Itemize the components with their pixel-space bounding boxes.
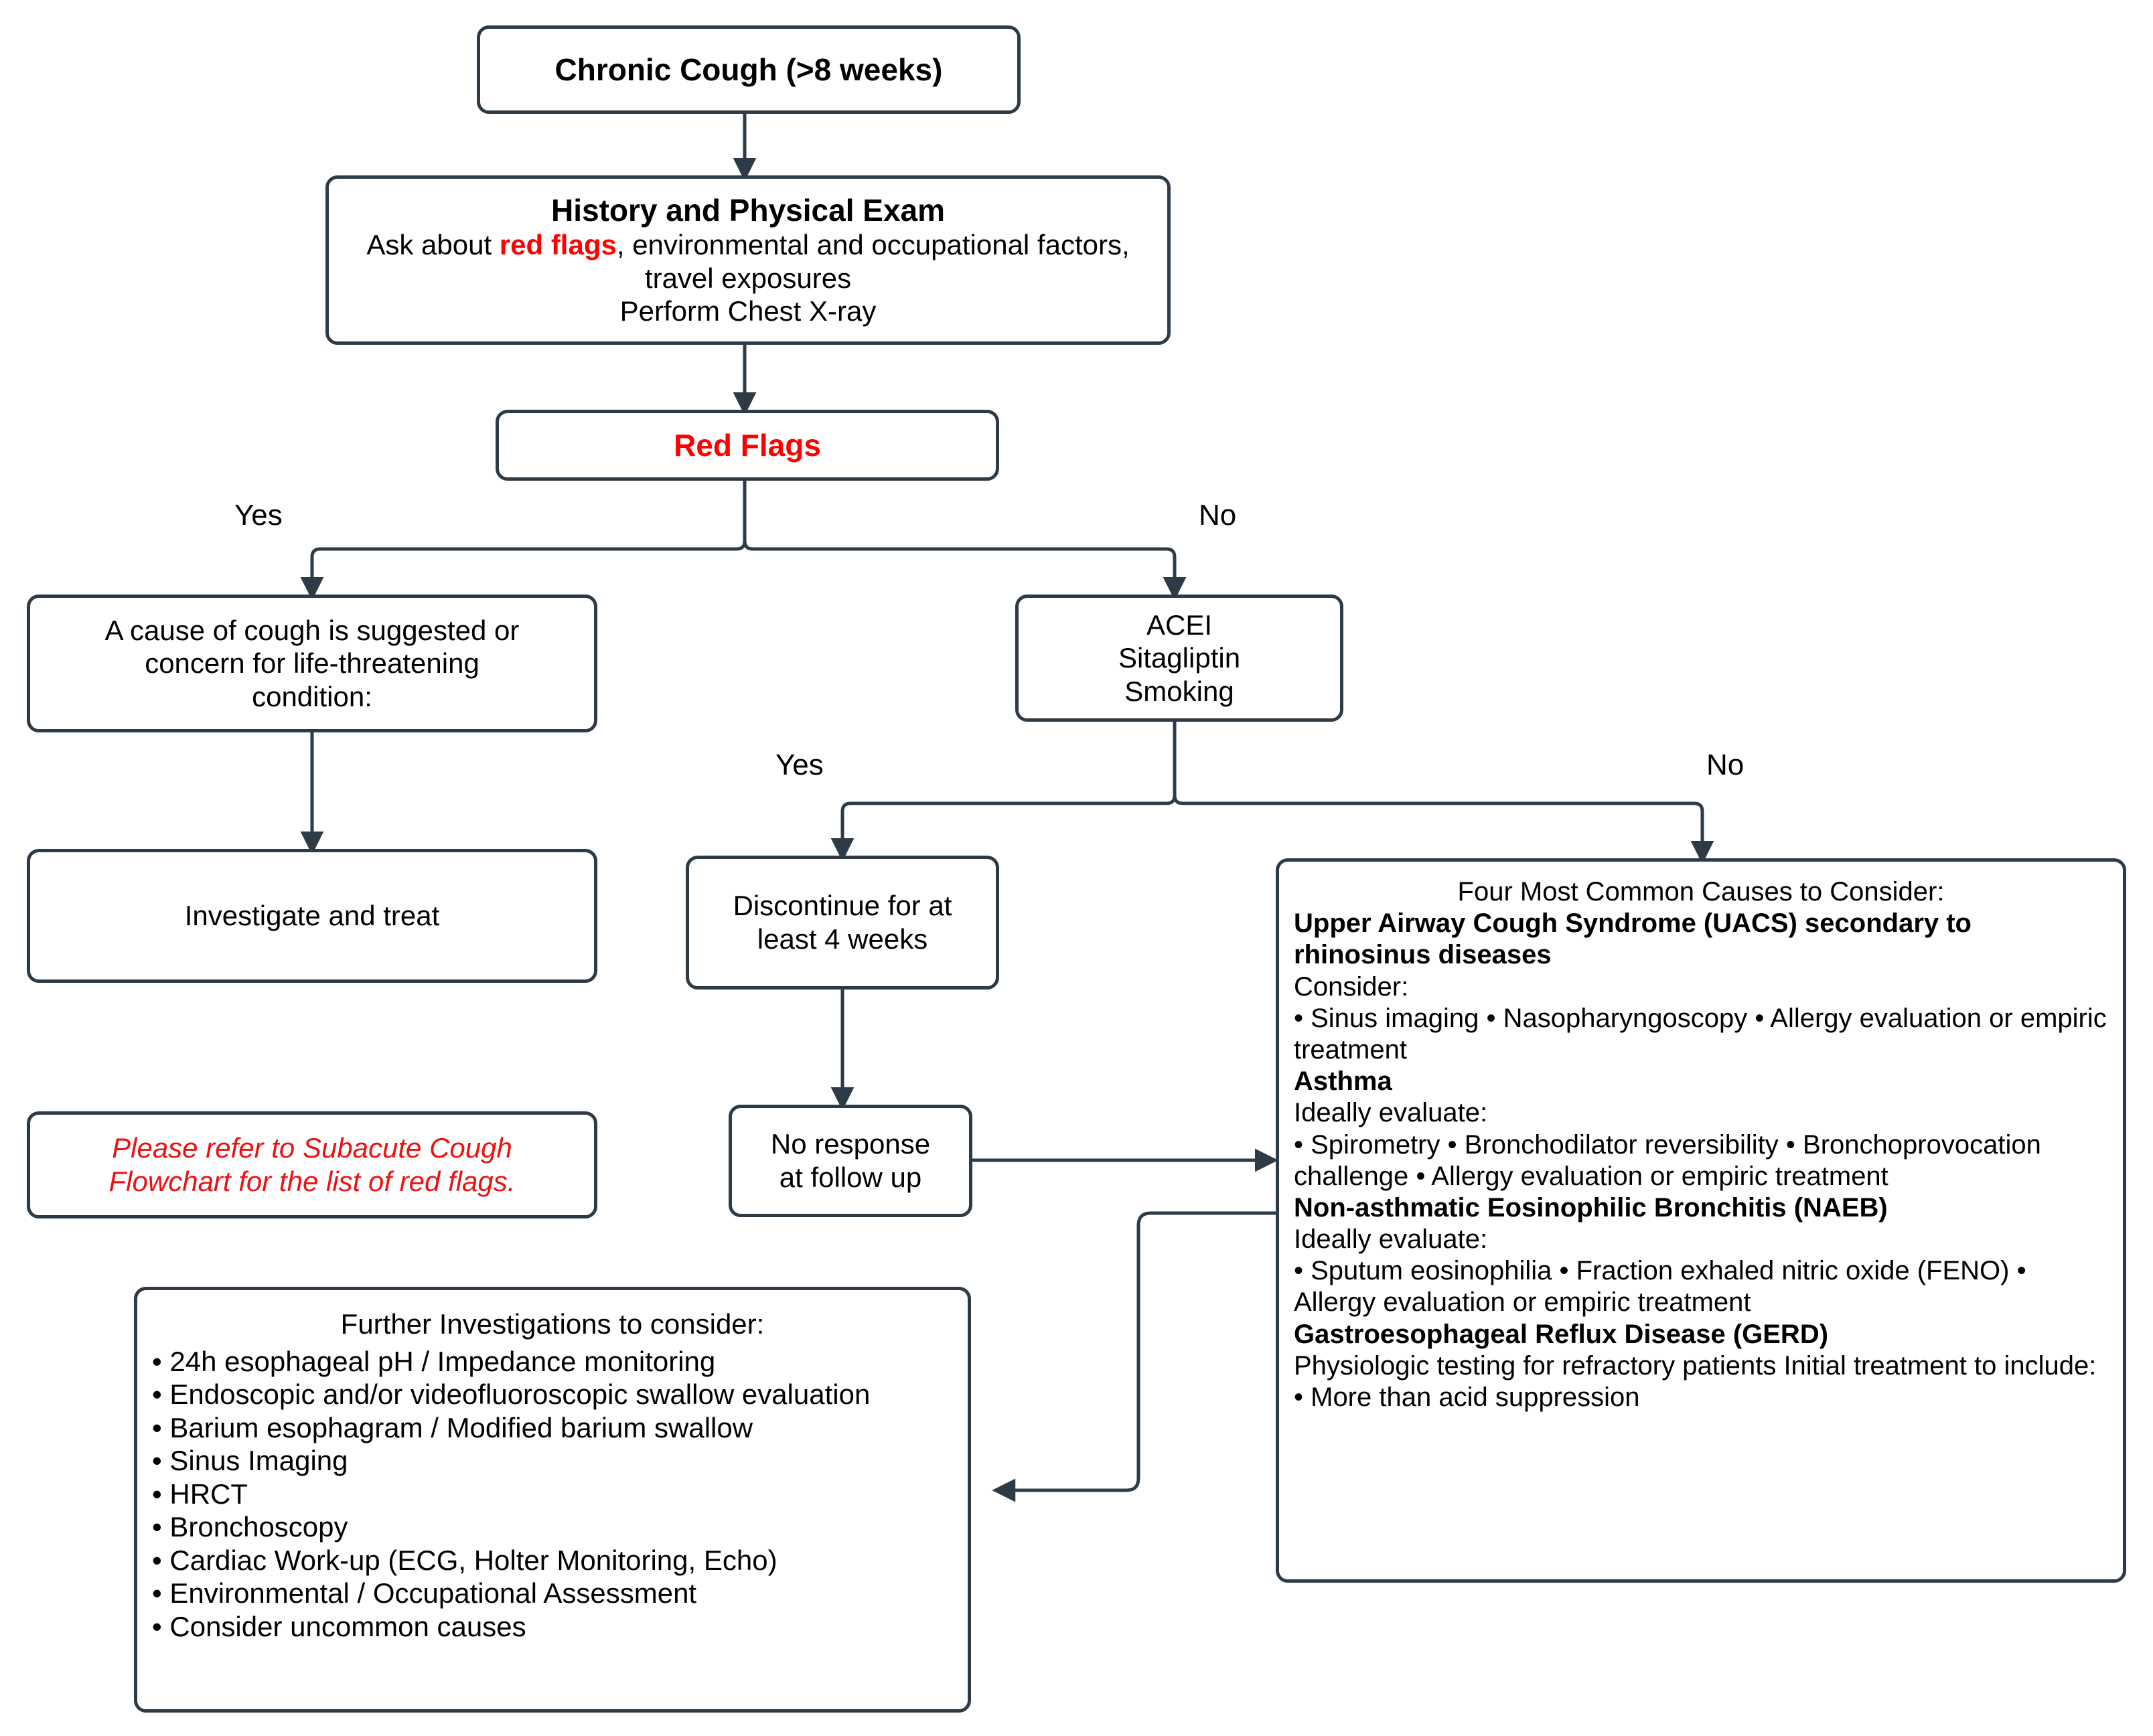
naeb-title: Non-asthmatic Eosinophilic Bronchitis (N… — [1294, 1192, 1888, 1222]
acei-line3: Smoking — [1124, 675, 1234, 707]
asthma-title: Asthma — [1294, 1067, 1392, 1097]
node-history-physical-exam[interactable]: History and Physical Exam Ask about red … — [325, 175, 1171, 345]
cause-suggested-line1: A cause of cough is suggested or — [104, 614, 520, 646]
node-refer-subacute-note[interactable]: Please refer to Subacute Cough Flowchart… — [27, 1111, 597, 1218]
edge-label-acei-yes: Yes — [775, 748, 824, 781]
further-investigations-item: • Sinus Imaging — [152, 1445, 348, 1477]
further-investigations-item: • Cardiac Work-up (ECG, Holter Monitorin… — [152, 1544, 777, 1576]
history-line2: travel exposures — [644, 262, 852, 294]
further-investigations-item: • Barium esophagram / Modified barium sw… — [152, 1411, 753, 1443]
discontinue-line1: Discontinue for at — [733, 890, 952, 922]
further-investigations-item: • Bronchoscopy — [152, 1511, 348, 1543]
gerd-title: Gastroesophageal Reflux Disease (GERD) — [1294, 1319, 1829, 1349]
further-investigations-item: • 24h esophageal pH / Impedance monitori… — [152, 1345, 716, 1377]
node-four-common-causes[interactable]: Four Most Common Causes to Consider: Upp… — [1276, 858, 2126, 1583]
red-flags-label: Red Flags — [674, 427, 821, 463]
node-investigate-and-treat[interactable]: Investigate and treat — [27, 849, 597, 983]
edge-redflags-yes — [300, 481, 747, 601]
further-investigations-item: • Consider uncommon causes — [152, 1610, 526, 1642]
edge-redflags-no — [743, 481, 1187, 601]
node-cause-suggested[interactable]: A cause of cough is suggested or concern… — [27, 595, 597, 732]
node-discontinue-4-weeks[interactable]: Discontinue for at least 4 weeks — [686, 856, 999, 990]
history-line3: Perform Chest X-ray — [619, 295, 877, 327]
acei-line1: ACEI — [1146, 609, 1213, 641]
discontinue-line2: least 4 weeks — [757, 923, 928, 955]
history-line1-post: , environmental and occupational factors… — [616, 229, 1130, 261]
refer-note-line2: Flowchart for the list of red flags. — [108, 1166, 516, 1197]
naeb-evaluate-label: Ideally evaluate: — [1294, 1225, 1488, 1255]
edge-acei-no — [1173, 722, 1714, 864]
uacs-title: Upper Airway Cough Syndrome (UACS) secon… — [1294, 909, 1972, 970]
uacs-items: • Sinus imaging • Nasopharyngoscopy • Al… — [1294, 1003, 2107, 1064]
node-no-response-followup[interactable]: No response at follow up — [729, 1105, 972, 1217]
edge-label-redflags-no: No — [1199, 499, 1237, 532]
naeb-items: • Sputum eosinophilia • Fraction exhaled… — [1294, 1256, 2026, 1318]
edge-fourcauses-to-further — [992, 1211, 1276, 1502]
node-red-flags-decision[interactable]: Red Flags — [496, 410, 999, 481]
no-response-line2: at follow up — [779, 1162, 922, 1193]
refer-note-line1: Please refer to Subacute Cough — [112, 1132, 512, 1164]
acei-line2: Sitagliptin — [1118, 642, 1241, 674]
node-acei-sitagliptin-smoking[interactable]: ACEI Sitagliptin Smoking — [1015, 595, 1343, 722]
further-investigations-item: • HRCT — [152, 1478, 248, 1510]
investigate-treat-label: Investigate and treat — [184, 900, 440, 932]
history-red-flags-emphasis: red flags — [499, 229, 617, 261]
gerd-items: Physiologic testing for refractory patie… — [1294, 1350, 2097, 1412]
node-further-investigations[interactable]: Further Investigations to consider: • 24… — [134, 1287, 971, 1713]
history-heading: History and Physical Exam — [550, 193, 946, 228]
edge-label-redflags-yes: Yes — [234, 499, 283, 532]
further-investigations-heading: Further Investigations to consider: — [340, 1308, 765, 1340]
four-causes-heading: Four Most Common Causes to Consider: — [1457, 877, 1945, 906]
edge-acei-yes — [830, 722, 1177, 862]
cause-suggested-line3: condition: — [252, 680, 372, 712]
edge-label-acei-no: No — [1706, 748, 1744, 781]
history-line1-pre: Ask about — [366, 229, 500, 261]
node-chronic-cough[interactable]: Chronic Cough (>8 weeks) — [477, 25, 1021, 114]
further-investigations-item: • Endoscopic and/or videofluoroscopic sw… — [152, 1378, 871, 1411]
asthma-items: • Spirometry • Bronchodilator reversibil… — [1294, 1129, 2041, 1191]
uacs-consider-label: Consider: — [1294, 971, 1409, 1002]
cause-suggested-line2: concern for life-threatening — [145, 647, 479, 680]
further-investigations-item: • Environmental / Occupational Assessmen… — [152, 1577, 697, 1609]
history-line1: Ask about red flags, environmental and o… — [366, 228, 1129, 262]
node-chronic-cough-label: Chronic Cough (>8 weeks) — [554, 52, 943, 87]
no-response-line1: No response — [770, 1128, 931, 1160]
asthma-evaluate-label: Ideally evaluate: — [1294, 1098, 1488, 1128]
